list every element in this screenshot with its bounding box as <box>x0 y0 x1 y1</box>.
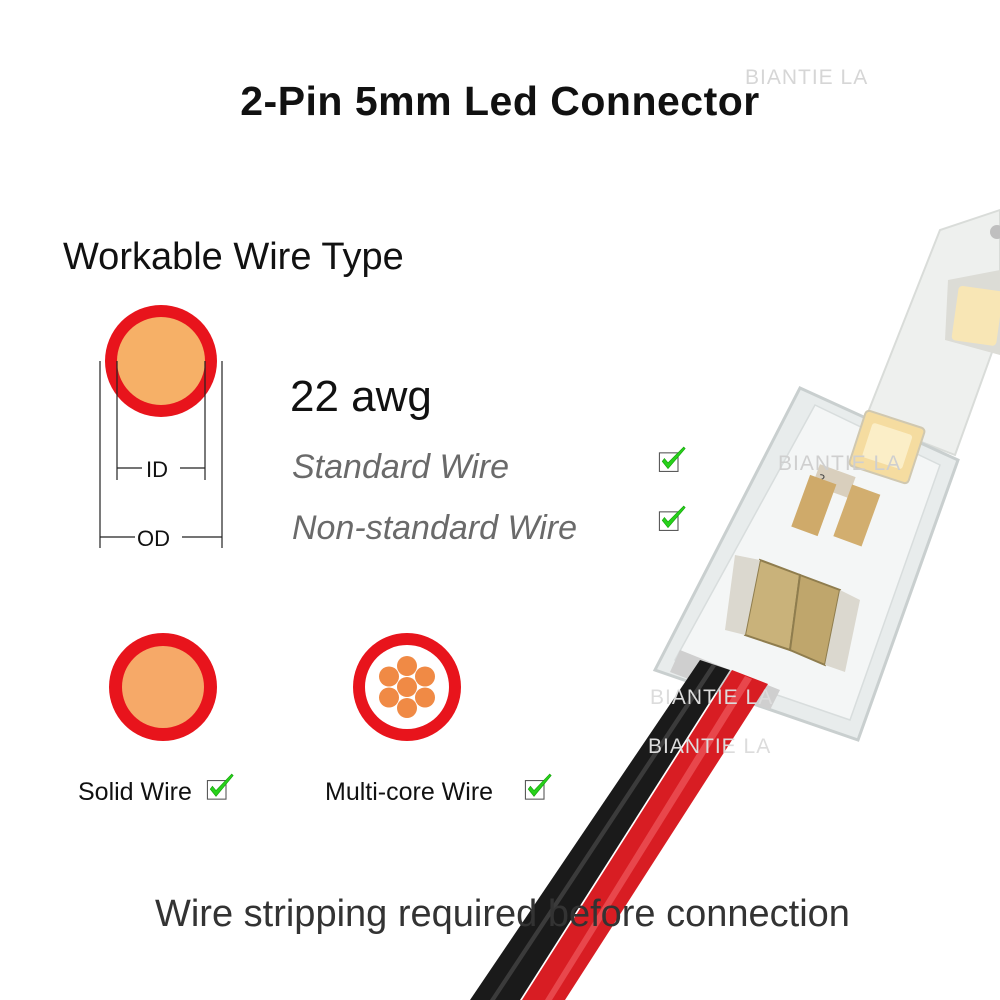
checkbox-checked-icon <box>658 505 686 531</box>
checkbox-checked-icon <box>524 773 552 800</box>
od-label: OD <box>137 526 170 551</box>
wire-cross-section-diagram <box>99 305 223 548</box>
watermark: BIANTIE LA <box>745 66 869 89</box>
id-label: ID <box>146 457 168 482</box>
conductor-core <box>117 317 205 405</box>
watermark: BIANTIE LA <box>778 452 902 475</box>
page-title: 2-Pin 5mm Led Connector <box>240 78 760 124</box>
multi-core-wire-icon <box>353 633 461 741</box>
solid-wire-label: Solid Wire <box>78 778 192 806</box>
checkbox-checked-icon <box>658 446 686 472</box>
wire-stripping-note: Wire stripping required before connectio… <box>155 893 850 935</box>
watermark: BIANTIE LA <box>648 735 772 758</box>
wires <box>470 660 768 1000</box>
wire-gauge: 22 awg <box>290 372 432 421</box>
connector-housing: 2 <box>652 386 960 742</box>
watermark: BIANTIE LA <box>650 686 774 709</box>
non-standard-wire-label: Non-standard Wire <box>292 509 578 547</box>
solid-wire-icon <box>109 633 217 741</box>
standard-wire-label: Standard Wire <box>292 448 510 486</box>
section-heading: Workable Wire Type <box>63 236 404 278</box>
checkbox-checked-icon <box>206 773 234 800</box>
multi-core-wire-label: Multi-core Wire <box>325 778 494 806</box>
led-strip <box>863 208 1000 457</box>
